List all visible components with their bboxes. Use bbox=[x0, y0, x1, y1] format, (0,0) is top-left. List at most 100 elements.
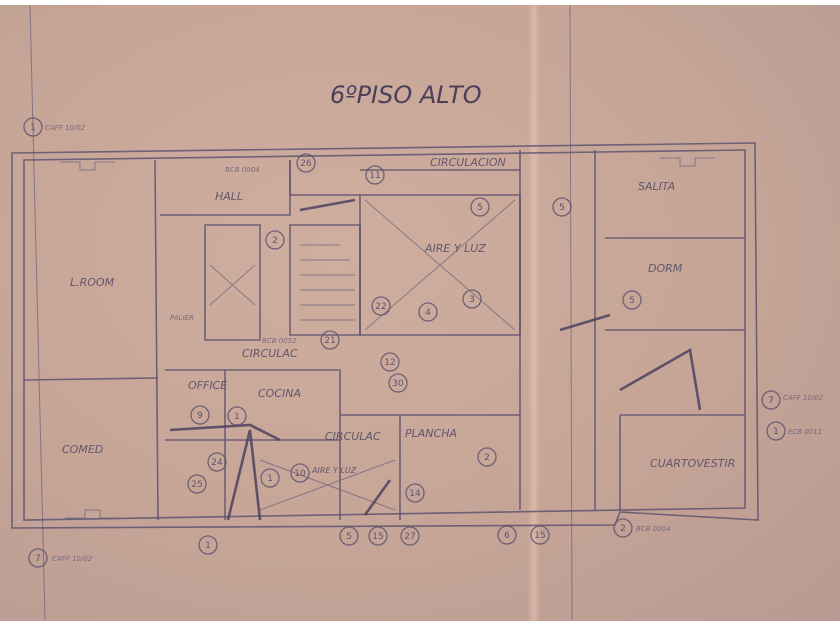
marker-circle bbox=[187, 474, 207, 494]
wall bbox=[340, 414, 520, 520]
marker-circle bbox=[320, 330, 340, 350]
marker-number: 5 bbox=[346, 532, 352, 542]
wall bbox=[154, 159, 159, 521]
room-label-circulac: CIRCULAC bbox=[242, 347, 298, 360]
note: BCB 0004 bbox=[225, 166, 260, 174]
room-label-cuarto-vestir: CUARTOVESTIR bbox=[650, 457, 735, 470]
marker-circle bbox=[470, 197, 490, 217]
pipe-run bbox=[169, 423, 281, 521]
marker-circle bbox=[761, 390, 781, 410]
marker-circle bbox=[23, 117, 43, 137]
marker-number: 9 bbox=[197, 411, 203, 421]
marker-number: 12 bbox=[384, 358, 395, 368]
marker-number: 21 bbox=[324, 336, 335, 346]
marker-number: 26 bbox=[300, 159, 312, 169]
wall bbox=[165, 369, 341, 520]
wall bbox=[23, 377, 159, 381]
wall bbox=[289, 160, 520, 196]
marker-number: 7 bbox=[35, 554, 41, 564]
marker-circle bbox=[622, 290, 642, 310]
note: ECB 0011 bbox=[788, 428, 822, 436]
marker-number: 2 bbox=[484, 453, 490, 463]
wall bbox=[165, 370, 340, 520]
note: BCB 0004 bbox=[636, 525, 671, 533]
marker-circle bbox=[365, 165, 385, 185]
light-well-2-cross bbox=[259, 459, 396, 511]
marker-number: 5 bbox=[629, 296, 635, 306]
marker-circle bbox=[462, 289, 482, 309]
plan-title: 6ºPISO ALTO bbox=[330, 81, 482, 109]
stairwell bbox=[289, 224, 361, 336]
marker-circle bbox=[405, 483, 425, 503]
marker-circle bbox=[265, 230, 285, 250]
outer-wall bbox=[11, 142, 759, 529]
wall bbox=[619, 414, 745, 510]
marker-circle bbox=[190, 405, 210, 425]
room-label-office: OFFICE bbox=[188, 379, 227, 392]
note: BCB 0052 bbox=[262, 337, 297, 345]
grid-line bbox=[569, 4, 573, 621]
marker-circle bbox=[339, 526, 359, 546]
room-label-comed: COMED bbox=[62, 443, 103, 456]
stair-steps bbox=[300, 244, 355, 321]
room-label-living-room: L.ROOM bbox=[70, 276, 115, 289]
wall bbox=[594, 150, 745, 510]
marker-number: 11 bbox=[369, 171, 380, 181]
marker-circle bbox=[477, 447, 497, 467]
marker-number: 2 bbox=[620, 524, 626, 534]
marker-number: 22 bbox=[375, 302, 386, 312]
marker-circle bbox=[296, 153, 316, 173]
room-label-aire-y-luz: AIRE Y LUZ bbox=[424, 242, 486, 255]
room-label-palier: PALIER bbox=[170, 314, 194, 322]
elevator-cross bbox=[209, 264, 256, 306]
grid-line bbox=[29, 4, 46, 621]
note: CAFF 10/02 bbox=[783, 394, 824, 402]
marker-number: 2 bbox=[272, 236, 278, 246]
marker-number: 1 bbox=[30, 123, 36, 133]
note: CAFF 10/02 bbox=[45, 124, 86, 132]
room-label-cocina: COCINA bbox=[258, 387, 301, 400]
elevator-shaft bbox=[204, 224, 261, 341]
marker-number: 7 bbox=[768, 396, 774, 406]
marker-circle bbox=[497, 525, 517, 545]
marker-number: 1 bbox=[205, 541, 211, 551]
marker-circle bbox=[613, 518, 633, 538]
pipe-run bbox=[299, 198, 702, 516]
marker-circle bbox=[766, 421, 786, 441]
inner-wall bbox=[23, 149, 746, 521]
room-label-hall: HALL bbox=[215, 190, 243, 203]
paper-fold bbox=[528, 5, 540, 621]
marker-circle bbox=[418, 302, 438, 322]
marker-number: 10 bbox=[294, 469, 306, 479]
marker-circle bbox=[290, 463, 310, 483]
marker-number: 24 bbox=[211, 458, 223, 468]
marker-circle bbox=[552, 197, 572, 217]
marker-number: 1 bbox=[267, 474, 273, 484]
room-label-circulac: CIRCULAC bbox=[325, 430, 381, 443]
marker-number: 15 bbox=[372, 532, 383, 542]
room-label-circulacion: CIRCULACION bbox=[430, 156, 506, 169]
marker-number: 25 bbox=[191, 480, 202, 490]
room-label-salita: SALITA bbox=[638, 180, 675, 193]
marker-number: 1 bbox=[234, 412, 240, 422]
marker-circle bbox=[28, 548, 48, 568]
marker-circle bbox=[400, 526, 420, 546]
room-label-dorm: DORM bbox=[648, 262, 683, 275]
marker-circle bbox=[198, 535, 218, 555]
marker-number: 6 bbox=[504, 531, 510, 541]
marker-number: 4 bbox=[425, 308, 431, 318]
marker-number: 14 bbox=[409, 489, 421, 499]
marker-circle bbox=[371, 296, 391, 316]
marker-number: 15 bbox=[534, 531, 545, 541]
marker-number: 30 bbox=[392, 379, 404, 389]
light-well-cross bbox=[364, 199, 516, 331]
marker-circle bbox=[260, 468, 280, 488]
marker-circle bbox=[530, 525, 550, 545]
marker-number: 1 bbox=[773, 427, 779, 437]
room-label-aire-y-luz: AIRE Y LUZ bbox=[311, 466, 357, 475]
room-label-plancha: PLANCHA bbox=[405, 427, 457, 440]
marker-number: 3 bbox=[469, 295, 475, 305]
marker-circle bbox=[368, 526, 388, 546]
